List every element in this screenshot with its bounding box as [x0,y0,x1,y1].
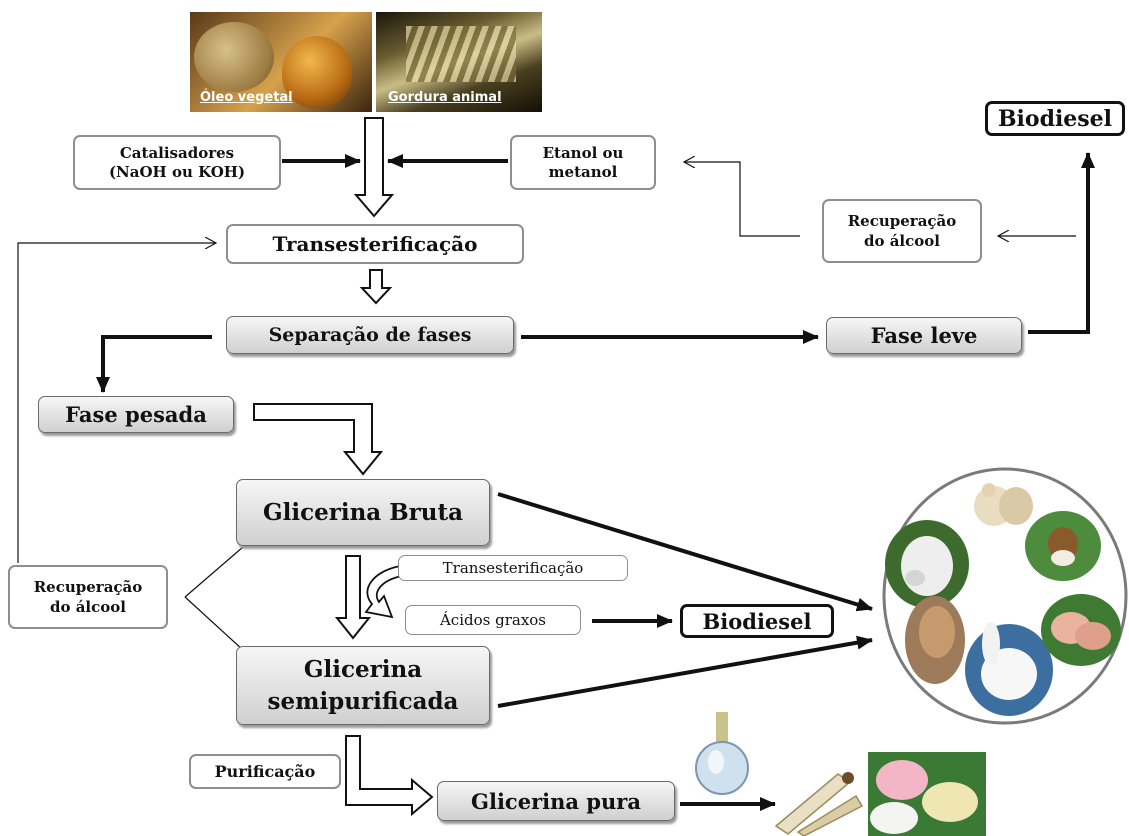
arrow-bruta-animais [497,492,873,612]
white-soap-icon [870,802,918,834]
cream-soap-icon [922,782,978,822]
separacao-label: Separação de fases [268,324,472,346]
glycerin-flask-icon [695,712,749,795]
animal-fat-photo: Gordura animal [376,12,542,112]
glycerin-products [695,712,986,836]
animal-feed-circle [882,467,1128,725]
gordura-animal-label: Gordura animal [388,90,502,105]
catalisadores-box: Catalisadores (NaOH ou KOH) [73,135,281,190]
etanol-line1: Etanol ou [542,143,624,162]
biodiesel-top-box: Biodiesel [985,101,1125,136]
oleo-vegetal-label: Óleo vegetal [200,90,293,105]
glicerina-semi-box: Glicerina semipurificada [236,646,490,725]
glicerina-pura-label: Glicerina pura [471,788,641,814]
bracket-line-semi [184,596,244,651]
biodiesel-mid-box: Biodiesel [680,604,834,638]
recuperacao-top-line1: Recuperação [847,211,957,230]
hollow-arrow-bruta-semi [334,555,372,640]
purificacao-box: Purificação [189,754,341,789]
cow-icon [885,520,969,608]
transesterificacao-small-label: Transesterificação [442,559,584,577]
curved-arrow-acidos [364,564,404,619]
oil-flask-icon [282,36,352,108]
catalisadores-line1: Catalisadores [119,143,235,162]
fat-texture-icon [406,26,516,82]
etanol-box: Etanol ou metanol [510,135,656,190]
recuperacao-top-box: Recuperação do álcool [822,199,982,263]
arrow-recuperacao-loop [17,243,216,563]
transesterificacao-label: Transesterificação [272,232,478,256]
glicerina-bruta-box: Glicerina Bruta [236,479,490,546]
hollow-arrow-trans-sep [359,269,393,305]
pink-soap-icon [876,760,928,800]
pigs-icon [1041,594,1121,666]
acidos-graxos-label: Ácidos graxos [439,611,547,629]
biodiesel-top-label: Biodiesel [997,105,1113,132]
bracket-line-bruta [184,546,244,598]
recuperacao-left-line1: Recuperação [33,577,143,596]
fase-leve-label: Fase leve [870,323,978,348]
recuperacao-top-line2: do álcool [864,232,940,250]
cosmetic-tubes-icon [774,772,864,836]
transesterificacao-small-box: Transesterificação [398,555,628,581]
arrow-separacao-fasepesada [96,335,212,393]
vegetable-oil-photo: Óleo vegetal [190,12,372,112]
hollow-arrow-sources [353,117,395,218]
separacao-box: Separação de fases [226,316,514,354]
recuperacao-left-box: Recuperação do álcool [8,565,168,629]
recuperacao-left-line2: do álcool [50,598,126,616]
etanol-line2: metanol [548,162,618,181]
hollow-arrow-semi-pura [345,735,434,817]
hollow-arrow-fasepesada-bruta [253,403,384,476]
glicerina-pura-box: Glicerina pura [437,781,675,821]
acidos-graxos-box: Ácidos graxos [405,605,581,635]
fase-pesada-box: Fase pesada [38,396,234,433]
fase-leve-box: Fase leve [826,317,1022,354]
rabbit-icon [965,622,1053,716]
glicerina-semi-line1: Glicerina [303,656,423,684]
fase-pesada-label: Fase pesada [65,402,207,427]
purificacao-label: Purificação [214,762,316,781]
hen-icon [905,596,965,684]
biodiesel-mid-label: Biodiesel [702,608,812,634]
arrow-faseleve-biodiesel [1028,152,1095,334]
soybeans-bowl-icon [194,22,274,92]
dog-icon [1025,511,1101,581]
glicerina-bruta-label: Glicerina Bruta [262,499,464,526]
catalisadores-line2: (NaOH ou KOH) [108,162,246,181]
arrow-recuperacao-etanol [684,162,800,237]
chickens-icon [974,483,1033,526]
glicerina-semi-line2: semipurificada [267,687,459,715]
transesterificacao-box: Transesterificação [226,224,524,264]
arrow-semi-animais [497,635,873,708]
